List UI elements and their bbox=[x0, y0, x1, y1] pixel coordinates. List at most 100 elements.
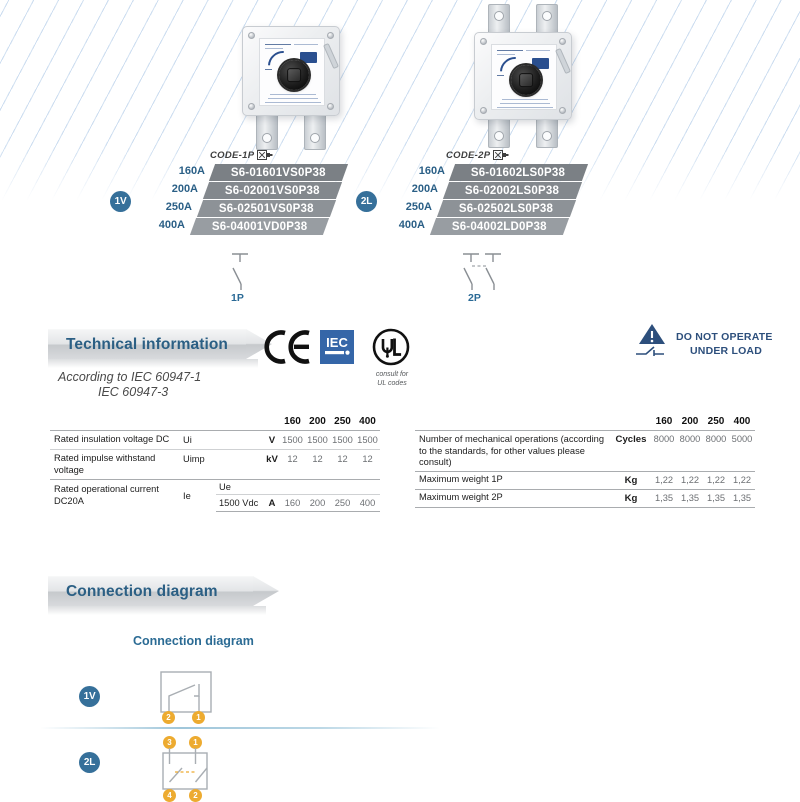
warning-line-2: UNDER LOAD bbox=[690, 344, 762, 357]
ul-mark-icon bbox=[372, 328, 410, 371]
label-text-line bbox=[500, 103, 550, 104]
enclosure-body bbox=[474, 32, 572, 120]
cell-value: 8000 bbox=[651, 430, 677, 471]
cell-value: 1,22 bbox=[729, 470, 755, 489]
technical-data-table-left: 160 200 250 400 Rated insulation voltage… bbox=[50, 414, 380, 512]
table-row: Maximum weight 1P Kg 1,22 1,22 1,22 1,22 bbox=[415, 470, 755, 489]
code-row: 250A S6-02502LS0P38 bbox=[350, 200, 590, 217]
cell-value: 1,35 bbox=[703, 488, 729, 508]
label-text-line bbox=[268, 98, 318, 99]
off-marker bbox=[497, 75, 504, 76]
terminal-marker-4: 4 bbox=[163, 789, 176, 802]
cell-value: 8000 bbox=[703, 430, 729, 471]
on-indicator bbox=[532, 58, 549, 69]
code-group-2p: 2L CODE-2P 160A S6-01602LS0P38 200A S6-0… bbox=[350, 150, 590, 240]
ce-mark-icon bbox=[263, 330, 311, 369]
code-row: 250A S6-02501VS0P38 bbox=[110, 200, 350, 217]
warning-line-1: DO NOT OPERATE bbox=[676, 331, 773, 343]
front-label bbox=[491, 44, 557, 110]
operating-lever bbox=[554, 47, 572, 75]
row-spacer bbox=[280, 479, 305, 495]
pole-symbol-2p bbox=[455, 250, 517, 292]
code-row: 400A S6-04001VD0P38 bbox=[110, 218, 350, 235]
label-text-line bbox=[526, 50, 550, 51]
row-symbol: Ui bbox=[180, 430, 216, 450]
row-unit: Kg bbox=[611, 488, 651, 508]
cell-value: 1,22 bbox=[677, 470, 703, 489]
header-spacer bbox=[50, 414, 180, 431]
row-description: Rated insulation voltage DC bbox=[50, 430, 180, 450]
row-symbol: Uimp bbox=[180, 449, 216, 480]
row-description: Maximum weight 1P bbox=[415, 470, 611, 489]
row-spacer bbox=[330, 479, 355, 495]
cell-value: 250 bbox=[330, 494, 355, 512]
cell-value: 1500 bbox=[280, 430, 305, 450]
voltage-sub-header: Ue bbox=[216, 479, 264, 495]
product-code-text: S6-02502LS0P38 bbox=[459, 202, 554, 215]
header-spacer bbox=[216, 414, 264, 431]
plug-connector-icon bbox=[257, 150, 273, 163]
terminal-marker-1: 1 bbox=[192, 711, 205, 724]
marker-badge-2l: 2L bbox=[356, 191, 377, 212]
row-spacer bbox=[355, 479, 380, 495]
column-header-250: 250 bbox=[334, 416, 351, 427]
product-code-text: S6-01601VS0P38 bbox=[231, 166, 326, 179]
corner-screw bbox=[559, 38, 566, 45]
header-spacer bbox=[415, 414, 611, 431]
code-row: 400A S6-04002LD0P38 bbox=[350, 218, 590, 235]
connection-diagram-subtitle: Connection diagram bbox=[133, 634, 254, 648]
banner-arrow-tip bbox=[253, 576, 279, 606]
code-group-1p: 1V CODE-1P 160A S6-01601VS0P38 200A S6-0… bbox=[110, 150, 350, 240]
product-photo-1p bbox=[234, 22, 354, 150]
current-rating-label: 250A bbox=[165, 201, 192, 213]
iec-mark-icon: IEC bbox=[320, 330, 354, 369]
cell-value: 12 bbox=[280, 449, 305, 480]
current-rating-label: 400A bbox=[158, 219, 185, 231]
corner-screw bbox=[480, 38, 487, 45]
column-header-160: 160 bbox=[655, 416, 673, 427]
cell-value: 5000 bbox=[729, 430, 755, 471]
table-row: Number of mechanical operations (accordi… bbox=[415, 430, 755, 471]
code-row: 200A S6-02001VS0P38 bbox=[110, 182, 350, 199]
row-spacer bbox=[216, 430, 264, 450]
cell-value: 12 bbox=[305, 449, 330, 480]
terminal-marker-1: 1 bbox=[189, 736, 202, 749]
ul-caption-line-1: consult for bbox=[375, 371, 409, 378]
pole-symbol-2p-label: 2P bbox=[468, 292, 481, 304]
rotary-knob bbox=[279, 60, 309, 90]
column-header-160: 160 bbox=[284, 416, 301, 427]
label-text-line bbox=[270, 94, 316, 95]
current-rating-label: 160A bbox=[418, 165, 445, 177]
table-row: Rated insulation voltage DC Ui V 1500 15… bbox=[50, 430, 380, 450]
cell-value: 160 bbox=[280, 494, 305, 512]
label-text-line bbox=[497, 107, 553, 108]
product-code-text: S6-01602LS0P38 bbox=[471, 166, 566, 179]
column-header-200: 200 bbox=[309, 416, 326, 427]
product-code-cell: S6-02002LS0P38 bbox=[442, 182, 583, 199]
product-code-cell: S6-01601VS0P38 bbox=[208, 164, 349, 181]
code-header-1p: CODE-1P bbox=[210, 150, 273, 163]
product-code-text: S6-04002LD0P38 bbox=[452, 220, 547, 233]
label-text-line bbox=[502, 99, 548, 100]
marker-badge-2l-diagram: 2L bbox=[79, 752, 100, 773]
banner-drop-shadow bbox=[48, 606, 266, 615]
knob-insert bbox=[519, 73, 533, 87]
cell-value: 1,35 bbox=[651, 488, 677, 508]
plug-connector-icon bbox=[493, 150, 509, 163]
standards-line-2: IEC 60947-3 bbox=[98, 385, 169, 399]
table-header-row: 160 200 250 400 bbox=[50, 414, 380, 431]
code-row: 160A S6-01601VS0P38 bbox=[110, 164, 350, 181]
warning-triangle-icon bbox=[634, 322, 674, 358]
standards-line-1: According to IEC 60947-1 bbox=[58, 370, 202, 384]
marker-badge-1v-diagram: 1V bbox=[79, 686, 100, 707]
cell-value: 1,35 bbox=[729, 488, 755, 508]
cell-value: 1500 bbox=[305, 430, 330, 450]
label-text-line bbox=[265, 48, 283, 49]
code-row: 200A S6-02002LS0P38 bbox=[350, 182, 590, 199]
diagram-separator bbox=[40, 727, 440, 729]
cell-value: 1,22 bbox=[651, 470, 677, 489]
current-rating-label: 160A bbox=[178, 165, 205, 177]
connection-diagram-2l bbox=[155, 748, 225, 796]
row-unit: V bbox=[264, 430, 280, 450]
technical-data-table-right: 160 200 250 400 Number of mechanical ope… bbox=[415, 414, 755, 508]
